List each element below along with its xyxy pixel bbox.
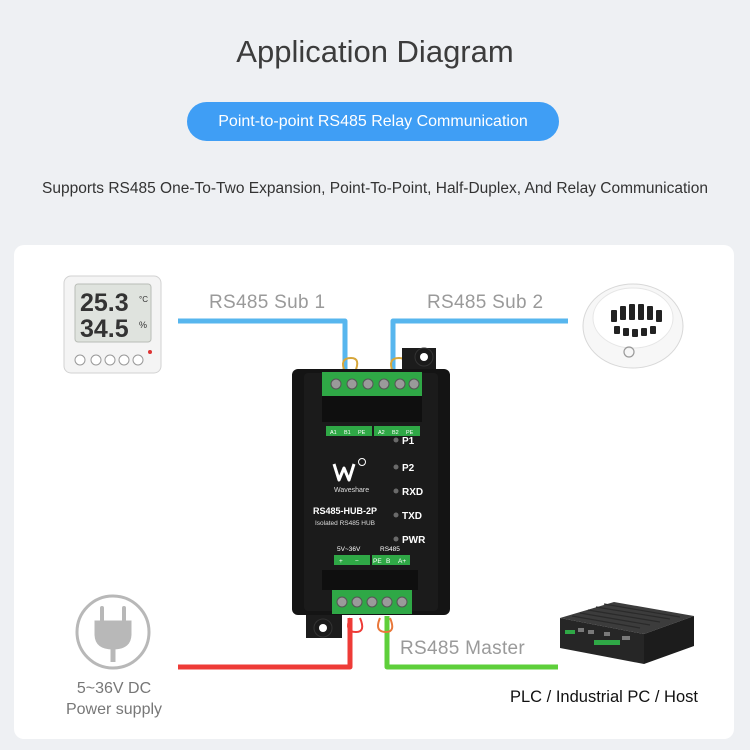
pin-label: − bbox=[355, 558, 359, 565]
power-plug-icon bbox=[75, 594, 151, 670]
pin-label: PE bbox=[358, 430, 366, 436]
rs485-hub-device: A1 B1 PE A2 B2 PE Waveshare RS485-HUB-2P… bbox=[292, 347, 450, 638]
led-label-p1: P1 bbox=[402, 436, 415, 447]
brand-label: Waveshare bbox=[334, 487, 369, 494]
page-subtitle: Supports RS485 One-To-Two Expansion, Poi… bbox=[42, 180, 708, 197]
pin-label: PE bbox=[373, 558, 382, 565]
power-supply-text: Power supply bbox=[65, 701, 163, 718]
pin-label: A2 bbox=[378, 430, 385, 436]
power-icon bbox=[623, 346, 635, 358]
power-supply-label: 5~36V DC Power supply bbox=[40, 678, 188, 720]
waveshare-logo: Waveshare bbox=[332, 458, 369, 494]
model-sub-label: Isolated RS485 HUB bbox=[315, 520, 375, 527]
pin-label: + bbox=[339, 558, 343, 565]
rs485-sub2-wire bbox=[390, 318, 568, 372]
temp-readout: 25.3 bbox=[80, 289, 129, 317]
pin-label: B2 bbox=[392, 430, 399, 436]
led-label-p2: P2 bbox=[402, 463, 415, 474]
rs485-sub1-wire bbox=[178, 318, 348, 372]
thermo-hygrometer-device: 25.3 °C 34.5 % bbox=[63, 275, 162, 374]
rs485-master-label: RS485 Master bbox=[400, 638, 526, 659]
rs485-sub1-label: RS485 Sub 1 bbox=[209, 292, 326, 313]
thermo-buttons bbox=[74, 350, 152, 366]
rs485-master-wire bbox=[384, 616, 558, 670]
rs485-port-label: RS485 bbox=[380, 546, 400, 553]
smoke-detector-device bbox=[582, 283, 684, 369]
temp-unit: °C bbox=[139, 295, 148, 304]
mode-badge: Point-to-point RS485 Relay Communication bbox=[187, 102, 559, 141]
pin-label: A1 bbox=[330, 430, 337, 436]
rs485-sub2-label: RS485 Sub 2 bbox=[427, 292, 544, 313]
humidity-readout: 34.5 bbox=[80, 315, 129, 343]
led-label-rxd: RXD bbox=[402, 487, 423, 498]
status-leds: P1 P2 RXD TXD PWR bbox=[393, 436, 426, 546]
led-label-pwr: PWR bbox=[402, 535, 426, 546]
industrial-pc-device bbox=[560, 602, 694, 664]
power-wire bbox=[178, 618, 353, 670]
pin-label: PE bbox=[406, 430, 414, 436]
humidity-unit: % bbox=[139, 320, 147, 330]
page-title: Application Diagram bbox=[236, 34, 514, 69]
pin-label: A+ bbox=[398, 558, 406, 565]
pin-label: B bbox=[386, 558, 390, 565]
model-label: RS485-HUB-2P bbox=[313, 506, 377, 516]
host-label: PLC / Industrial PC / Host bbox=[510, 688, 698, 706]
pin-label: B1 bbox=[344, 430, 351, 436]
led-label-txd: TXD bbox=[402, 511, 422, 522]
power-voltage-label: 5~36V DC bbox=[76, 680, 152, 697]
power-input-label: 5V~36V bbox=[337, 546, 361, 553]
